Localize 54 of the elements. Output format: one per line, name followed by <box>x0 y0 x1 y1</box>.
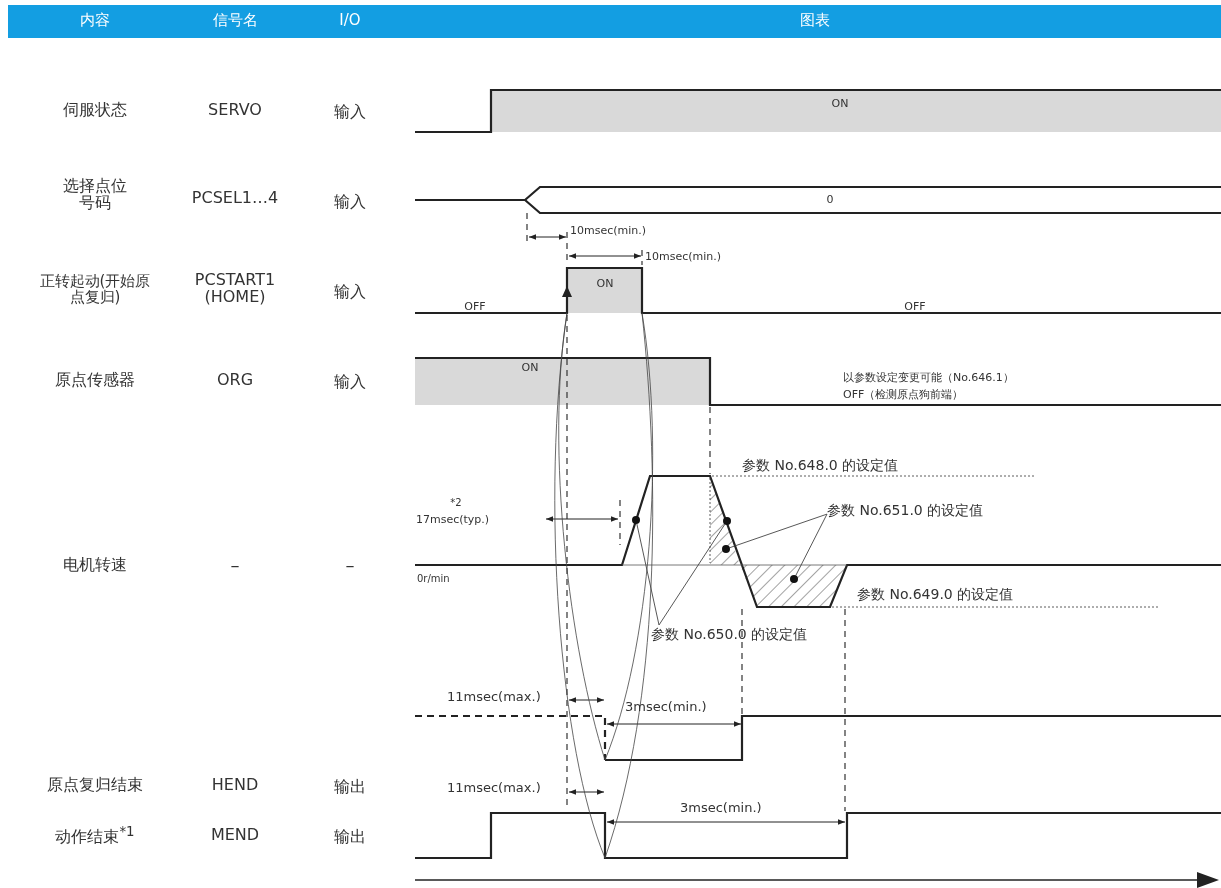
leader-line <box>729 513 828 549</box>
row-label: 正转起动(开始原点复归) <box>38 274 152 306</box>
timing-label: 3msec(min.) <box>625 699 707 715</box>
signal-name: MEND <box>210 825 260 845</box>
state-label: OFF <box>464 300 486 314</box>
parameter-label: 参数 No.651.0 的设定值 <box>827 501 984 520</box>
timing-label: 10msec(min.) <box>570 224 647 238</box>
note-text: 以参数设定变更可能（No.646.1） <box>843 371 1014 385</box>
timing-label: 17msec(typ.) <box>416 513 490 527</box>
column-header: 图表 <box>800 12 830 30</box>
footnote-mark: *2 <box>450 497 462 509</box>
timing-label: 11msec(max.) <box>447 689 541 705</box>
state-label: ON <box>521 361 539 375</box>
signal-name: PCSEL1…4 <box>191 188 279 208</box>
row-label: 电机转速 <box>63 555 127 575</box>
state-label: 0 <box>826 193 834 207</box>
io-label: 输出 <box>334 827 366 847</box>
io-label: 输入 <box>334 102 366 122</box>
timing-label: 11msec(max.) <box>447 780 541 796</box>
row-label: 伺服状态 <box>63 100 127 120</box>
dash-text: – <box>345 554 355 576</box>
signal-name: SERVO <box>208 100 262 120</box>
dot-marker <box>722 545 730 553</box>
state-label: ON <box>596 277 614 291</box>
note-text: OFF（检测原点狗前端） <box>843 388 964 402</box>
dot-marker <box>723 517 731 525</box>
column-header: I/O <box>339 12 361 30</box>
signal-name: HEND <box>211 775 259 795</box>
parameter-label: 参数 No.649.0 的设定值 <box>857 585 1014 603</box>
axis-label: 0r/min <box>417 573 450 585</box>
signal-name: PCSTART1 (HOME) <box>193 272 277 306</box>
dot-marker <box>790 575 798 583</box>
leader-line <box>795 513 828 576</box>
signal-name: ORG <box>216 370 254 390</box>
parameter-label: 参数 No.648.0 的设定值 <box>742 456 899 474</box>
parameter-label: 参数 No.650.0 的设定值 <box>651 625 808 644</box>
state-label: OFF <box>904 300 926 314</box>
row-label: 选择点位号码 <box>62 178 128 212</box>
dot-marker <box>632 516 640 524</box>
leader-line <box>636 523 660 626</box>
timing-label: 10msec(min.) <box>645 250 722 264</box>
timing-label: 3msec(min.) <box>680 800 762 816</box>
dash-text: – <box>230 554 240 576</box>
column-header: 内容 <box>80 12 110 30</box>
column-header: 信号名 <box>212 12 258 30</box>
leader-line <box>658 523 726 626</box>
row-label: 动作结束$^{*1}$ <box>55 823 135 847</box>
row-label: 原点复归结束 <box>47 775 143 795</box>
io-label: 输出 <box>334 777 366 797</box>
state-label: ON <box>831 97 849 111</box>
io-label: 输入 <box>334 192 366 212</box>
row-label: 原点传感器 <box>55 370 135 390</box>
io-label: 输入 <box>334 372 366 392</box>
io-label: 输入 <box>334 282 366 302</box>
